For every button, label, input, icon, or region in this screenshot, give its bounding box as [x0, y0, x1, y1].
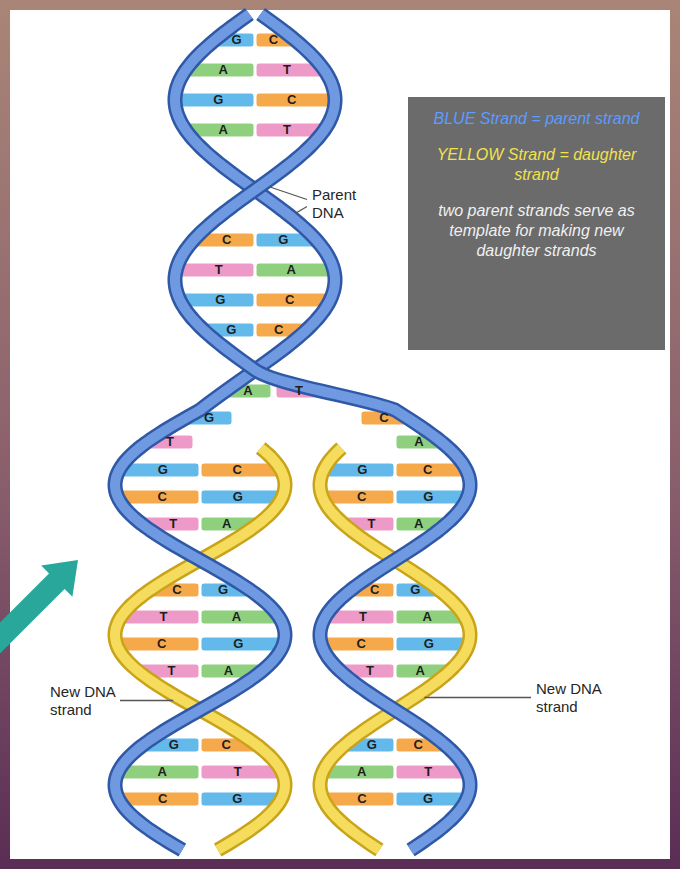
base-letter: G	[228, 31, 246, 49]
base-letter: A	[410, 515, 428, 533]
base-letter: C	[281, 291, 299, 309]
callout-label: New DNA strand	[536, 680, 621, 716]
base-letter: G	[214, 581, 232, 599]
base-letter: T	[278, 61, 296, 79]
daughter-strand	[115, 448, 285, 850]
leader-line	[296, 207, 307, 214]
base-letter: T	[155, 608, 173, 626]
base-letter: A	[227, 608, 245, 626]
base-letter: G	[274, 231, 292, 249]
leader-line	[424, 697, 531, 698]
base-letter: T	[278, 121, 296, 139]
base-letter: C	[228, 461, 246, 479]
base-letter: G	[165, 736, 183, 754]
base-letter: A	[214, 61, 232, 79]
parent-strand	[115, 14, 335, 850]
base-letter: A	[353, 763, 371, 781]
base-letter: C	[409, 736, 427, 754]
label-text: Parent DNA	[312, 186, 356, 221]
base-letter: A	[220, 662, 238, 680]
note-text: BLUE Strand = parent strand	[424, 109, 649, 129]
base-letter: C	[153, 635, 171, 653]
base-letter: G	[222, 321, 240, 339]
base-letter: A	[153, 763, 171, 781]
leader-line	[120, 700, 173, 701]
base-letter: G	[419, 790, 437, 808]
note-text: two parent strands serve as template for…	[424, 201, 649, 261]
base-letter: G	[420, 635, 438, 653]
base-letter: C	[218, 231, 236, 249]
parent-strand	[115, 14, 335, 850]
base-letter: A	[239, 382, 257, 400]
callout-label: Parent DNA	[312, 186, 356, 222]
base-letter: T	[164, 515, 182, 533]
base-letter: T	[290, 382, 308, 400]
base-letter: C	[419, 461, 437, 479]
base-letter: G	[211, 291, 229, 309]
base-letter: A	[282, 261, 300, 279]
info-box: BLUE Strand = parent strandYELLOW Strand…	[408, 97, 665, 350]
base-letter: C	[353, 790, 371, 808]
teal-arrow	[0, 560, 78, 660]
base-letter: G	[209, 91, 227, 109]
base-letter: C	[153, 488, 171, 506]
base-letter: C	[375, 409, 393, 427]
note-text: YELLOW Strand = daughter strand	[424, 145, 649, 185]
daughter-strand	[115, 448, 285, 850]
base-letter: C	[353, 488, 371, 506]
base-letter: A	[411, 662, 429, 680]
base-letter: T	[210, 261, 228, 279]
base-letter: A	[214, 121, 232, 139]
base-letter: T	[163, 662, 181, 680]
daughter-strand	[320, 448, 470, 850]
leader-line	[270, 187, 307, 200]
base-letter: G	[353, 461, 371, 479]
base-letter: G	[228, 790, 246, 808]
base-letter: C	[283, 91, 301, 109]
base-letter: A	[410, 433, 428, 451]
base-letter: C	[264, 31, 282, 49]
base-letter: G	[406, 581, 424, 599]
base-letter: G	[154, 461, 172, 479]
base-letter: C	[154, 790, 172, 808]
base-letter: A	[218, 515, 236, 533]
base-letter: T	[361, 662, 379, 680]
base-letter: T	[419, 763, 437, 781]
base-letter: C	[270, 321, 288, 339]
base-letter: C	[217, 736, 235, 754]
base-letter: G	[229, 488, 247, 506]
callout-label: New DNA strand	[50, 683, 135, 719]
label-text: New DNA strand	[536, 680, 601, 715]
base-letter: C	[352, 635, 370, 653]
base-letter: G	[200, 409, 218, 427]
base-letter: T	[362, 515, 380, 533]
base-letter: T	[354, 608, 372, 626]
base-letter: G	[419, 488, 437, 506]
base-letter: G	[229, 635, 247, 653]
base-letter: C	[168, 581, 186, 599]
base-letter: G	[363, 736, 381, 754]
base-letter: T	[229, 763, 247, 781]
daughter-strand	[320, 448, 470, 850]
base-letter: C	[366, 581, 384, 599]
label-text: New DNA strand	[50, 683, 115, 718]
base-letter: T	[161, 433, 179, 451]
base-letter: A	[418, 608, 436, 626]
